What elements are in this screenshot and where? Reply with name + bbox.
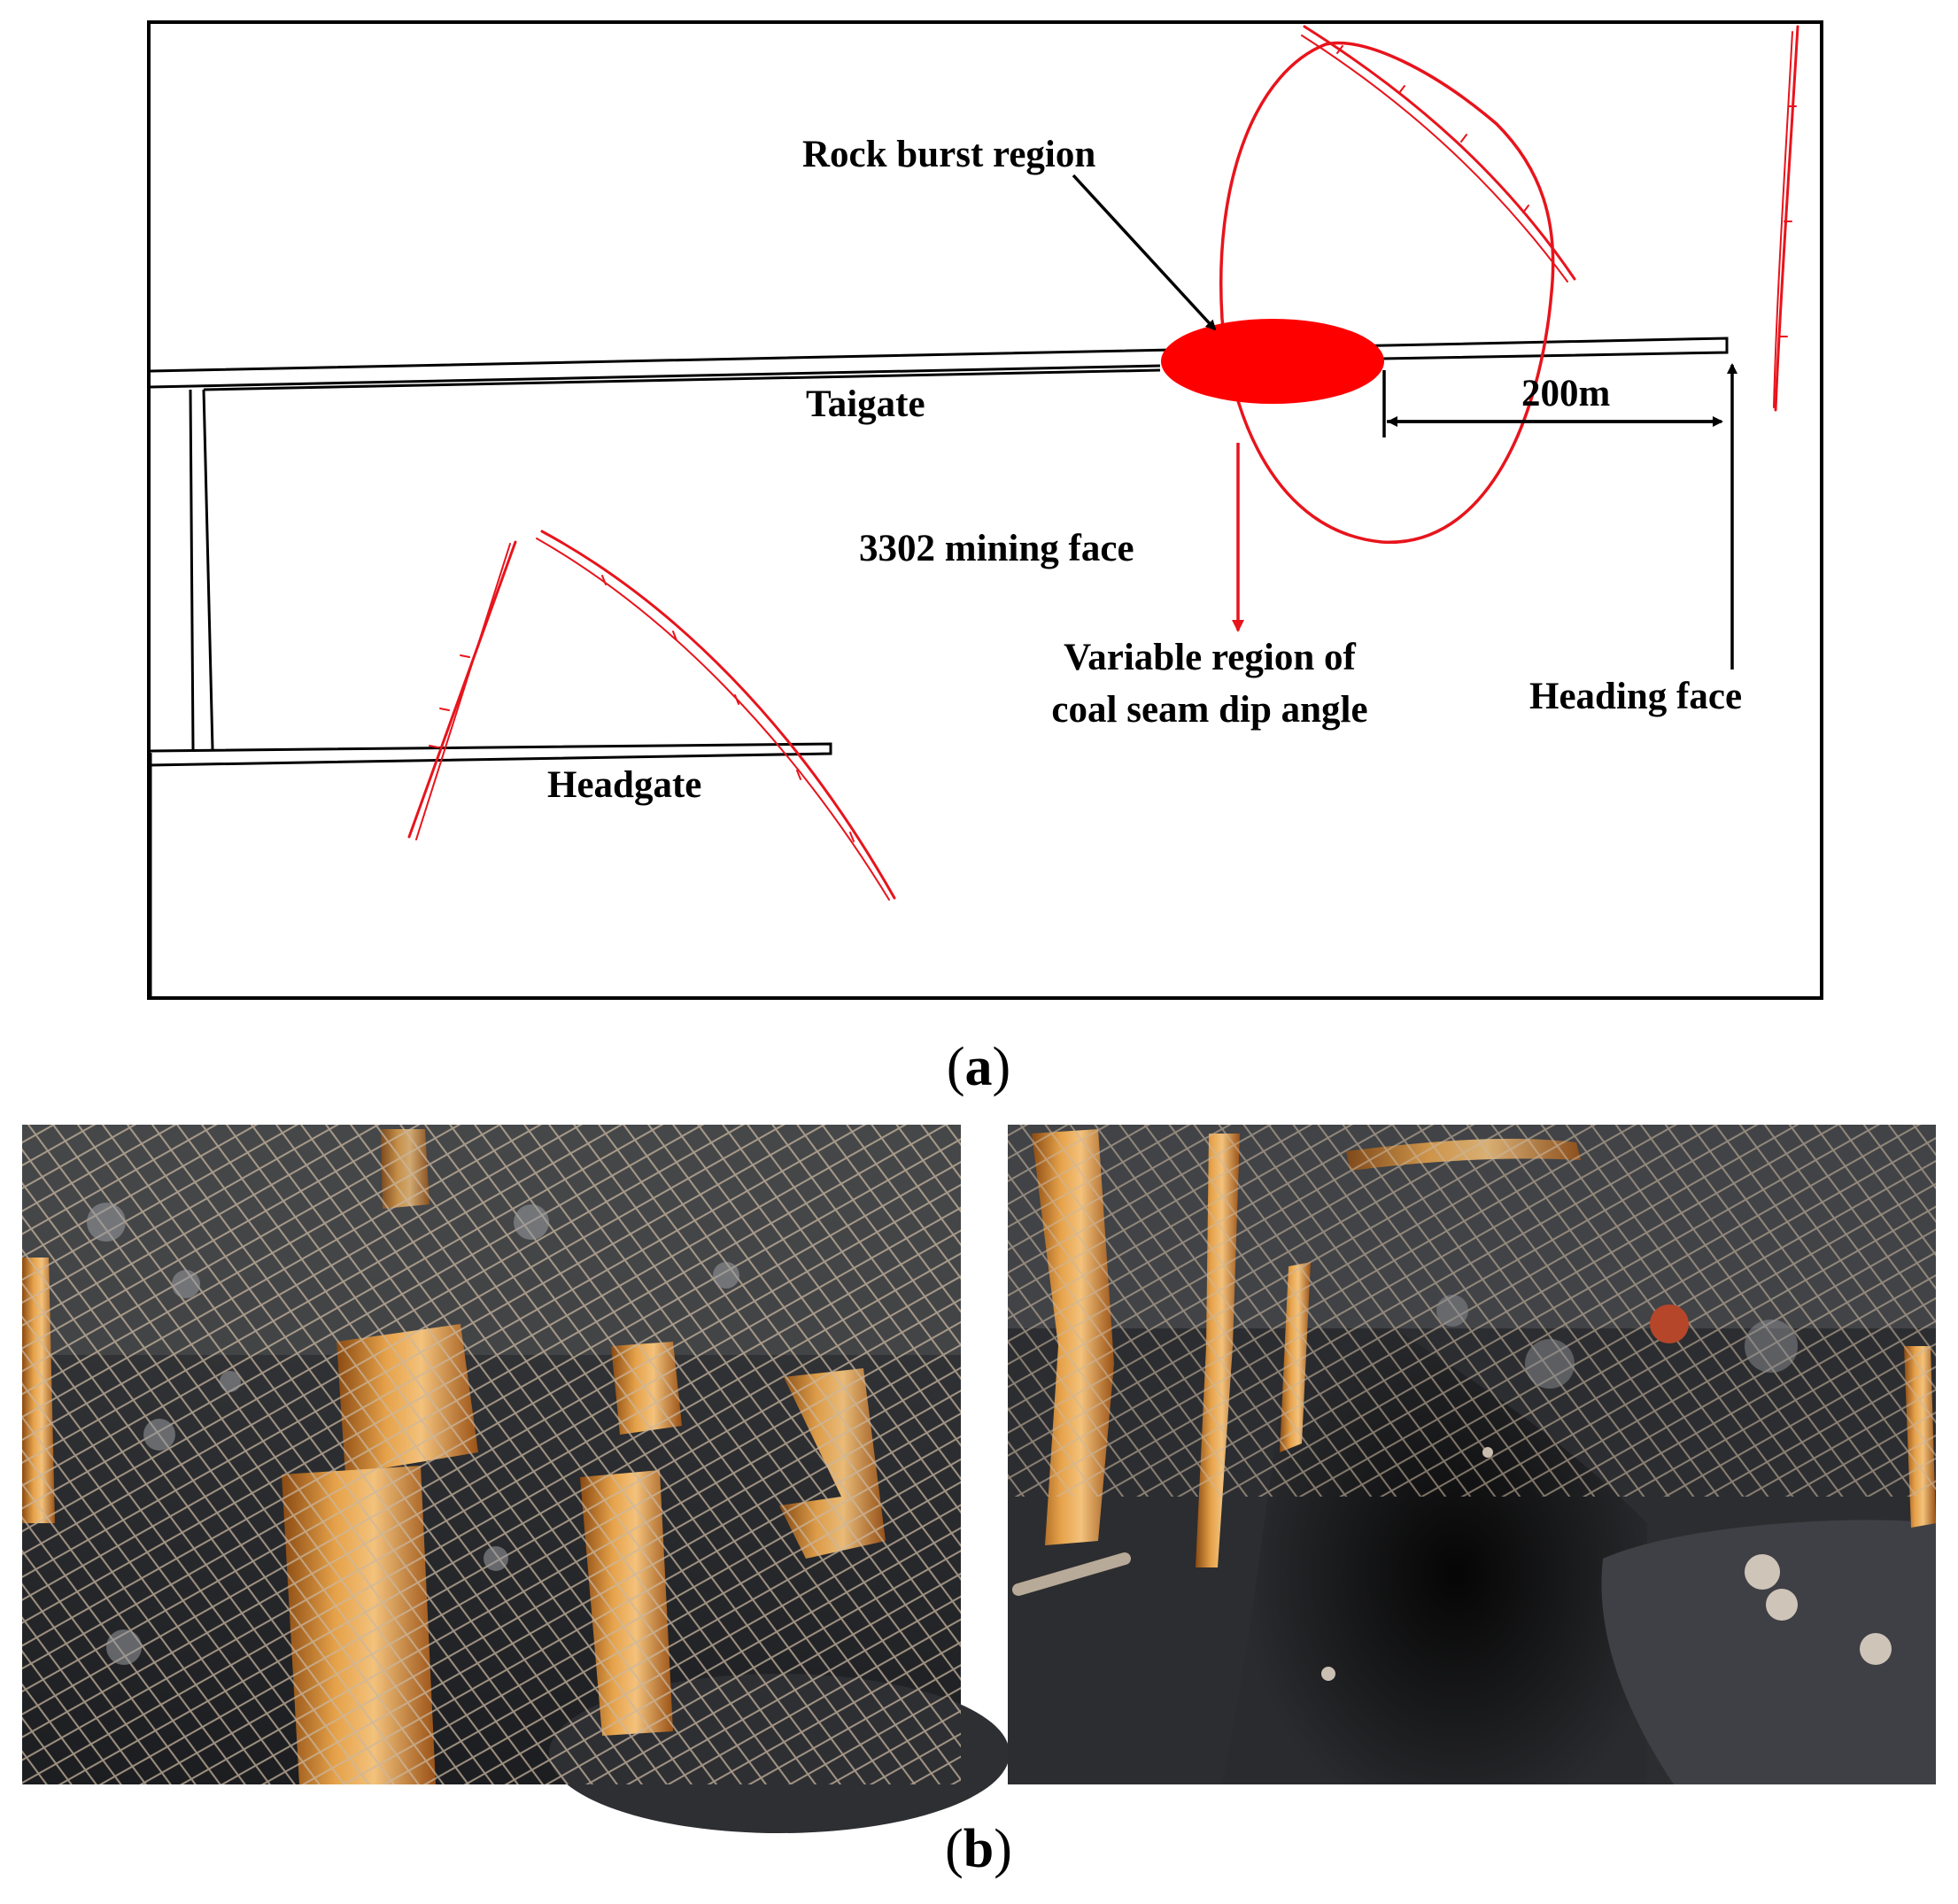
fault-right-b [1773,31,1793,408]
fault-top-b [1301,35,1568,283]
label-heading-face: Heading face [1529,676,1742,717]
variable-dip-region-outline [1219,41,1555,544]
label-distance: 200m [1521,373,1611,414]
photo-right [1008,1125,1936,1784]
setup-entry [149,389,214,996]
distance-dimension [1382,370,1723,437]
fault-lines [407,25,1799,901]
headgate-roadway [150,742,832,767]
panel-a: Rock burst region Taigate Headgate 3302 … [147,20,1823,1000]
label-variable-region-line2: coal seam dip angle [1051,689,1367,731]
taigate-roadway [150,337,1729,391]
rock-burst-arrow [1072,174,1217,331]
caption-a: (a) [947,1037,1010,1097]
photo-left [22,1125,1010,1833]
panel-b [22,1125,1936,1833]
label-taigate: Taigate [806,383,925,425]
support-rod [1012,1552,1131,1596]
fault-left-b-b [536,538,890,901]
label-headgate: Headgate [547,764,701,806]
bolt-head [1650,1304,1689,1343]
fault-left-b [540,530,896,900]
label-variable-region-line1: Variable region of [1064,637,1356,678]
label-rock-burst-region: Rock burst region [802,134,1095,175]
rock-burst-region [1161,319,1384,404]
fault-left-a [407,540,517,839]
mesh-left [22,1125,961,1784]
caption-b: (b) [945,1819,1012,1879]
fault-left-a-b [415,543,511,840]
panel-a-frame [147,20,1823,1000]
fault-right [1774,25,1799,412]
label-mining-face: 3302 mining face [859,528,1134,569]
mesh-right [1008,1125,1936,1497]
fault-top [1303,25,1576,281]
